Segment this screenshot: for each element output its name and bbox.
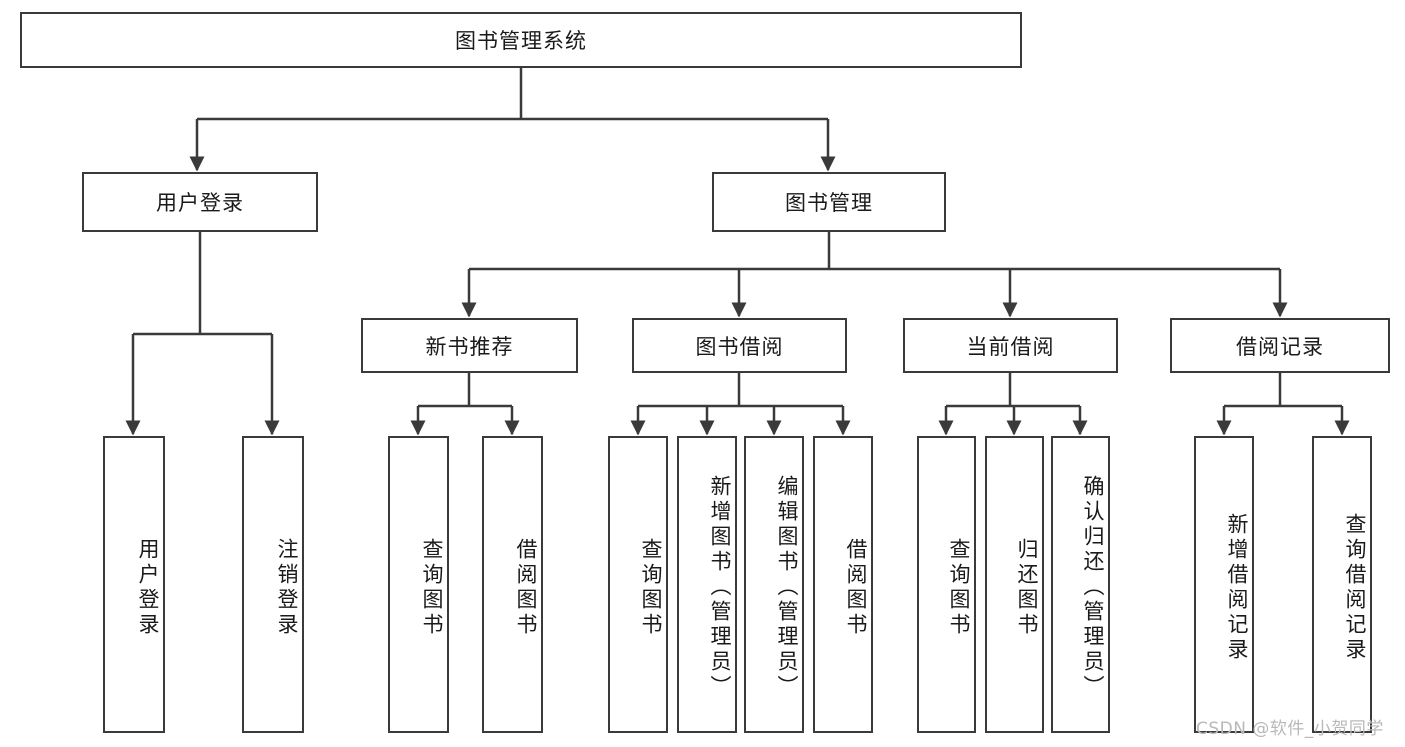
node-label: 图书借阅 [695, 334, 784, 359]
node-leaf-confirm-return-admin[interactable]: 确认归还（管理员） [1051, 436, 1110, 733]
node-leaf-add-borrow-record[interactable]: 新增借阅记录 [1194, 436, 1254, 733]
node-borrow-record[interactable]: 借阅记录 [1170, 318, 1390, 373]
watermark-label: CSDN @软件_小贺同学 [1196, 719, 1384, 739]
node-leaf-query-book-2[interactable]: 查询图书 [608, 436, 668, 733]
node-leaf-add-book-admin[interactable]: 新增图书（管理员） [677, 436, 737, 733]
node-root[interactable]: 图书管理系统 [20, 12, 1022, 68]
node-label: 新增图书（管理员） [708, 475, 732, 700]
node-label: 确认归还（管理员） [1081, 475, 1105, 700]
node-label: 当前借阅 [966, 334, 1055, 359]
node-label: 查询图书 [947, 537, 971, 638]
node-label: 图书管理 [785, 191, 873, 215]
edge-group [125, 68, 1350, 436]
node-label: 用户登录 [136, 537, 160, 638]
node-user-login[interactable]: 用户登录 [82, 172, 318, 232]
node-label: 借阅图书 [844, 537, 868, 638]
node-book-borrow[interactable]: 图书借阅 [632, 318, 847, 373]
node-label: 借阅记录 [1236, 334, 1324, 359]
node-label: 用户登录 [156, 191, 244, 215]
node-label: 查询借阅记录 [1343, 512, 1367, 663]
node-leaf-user-logout[interactable]: 注销登录 [242, 436, 304, 733]
node-leaf-borrow-book-2[interactable]: 借阅图书 [813, 436, 873, 733]
node-label: 查询图书 [639, 537, 663, 638]
node-new-book-recommend[interactable]: 新书推荐 [361, 318, 578, 373]
node-label: 编辑图书（管理员） [775, 475, 799, 700]
node-leaf-edit-book-admin[interactable]: 编辑图书（管理员） [744, 436, 804, 733]
node-label: 注销登录 [275, 537, 299, 638]
node-label: 新书推荐 [425, 334, 514, 359]
node-label: 新增借阅记录 [1225, 512, 1249, 663]
node-label: 归还图书 [1015, 537, 1039, 638]
node-leaf-query-book-1[interactable]: 查询图书 [388, 436, 449, 733]
node-label: 图书管理系统 [455, 29, 587, 53]
node-current-borrow[interactable]: 当前借阅 [903, 318, 1118, 373]
node-leaf-query-borrow-record[interactable]: 查询借阅记录 [1312, 436, 1372, 733]
node-label: 借阅图书 [514, 537, 538, 638]
node-leaf-borrow-book-1[interactable]: 借阅图书 [482, 436, 543, 733]
node-leaf-user-login[interactable]: 用户登录 [103, 436, 165, 733]
node-label: 查询图书 [420, 537, 444, 638]
node-leaf-return-book[interactable]: 归还图书 [985, 436, 1044, 733]
node-book-manage[interactable]: 图书管理 [712, 172, 946, 232]
node-leaf-query-book-3[interactable]: 查询图书 [917, 436, 976, 733]
